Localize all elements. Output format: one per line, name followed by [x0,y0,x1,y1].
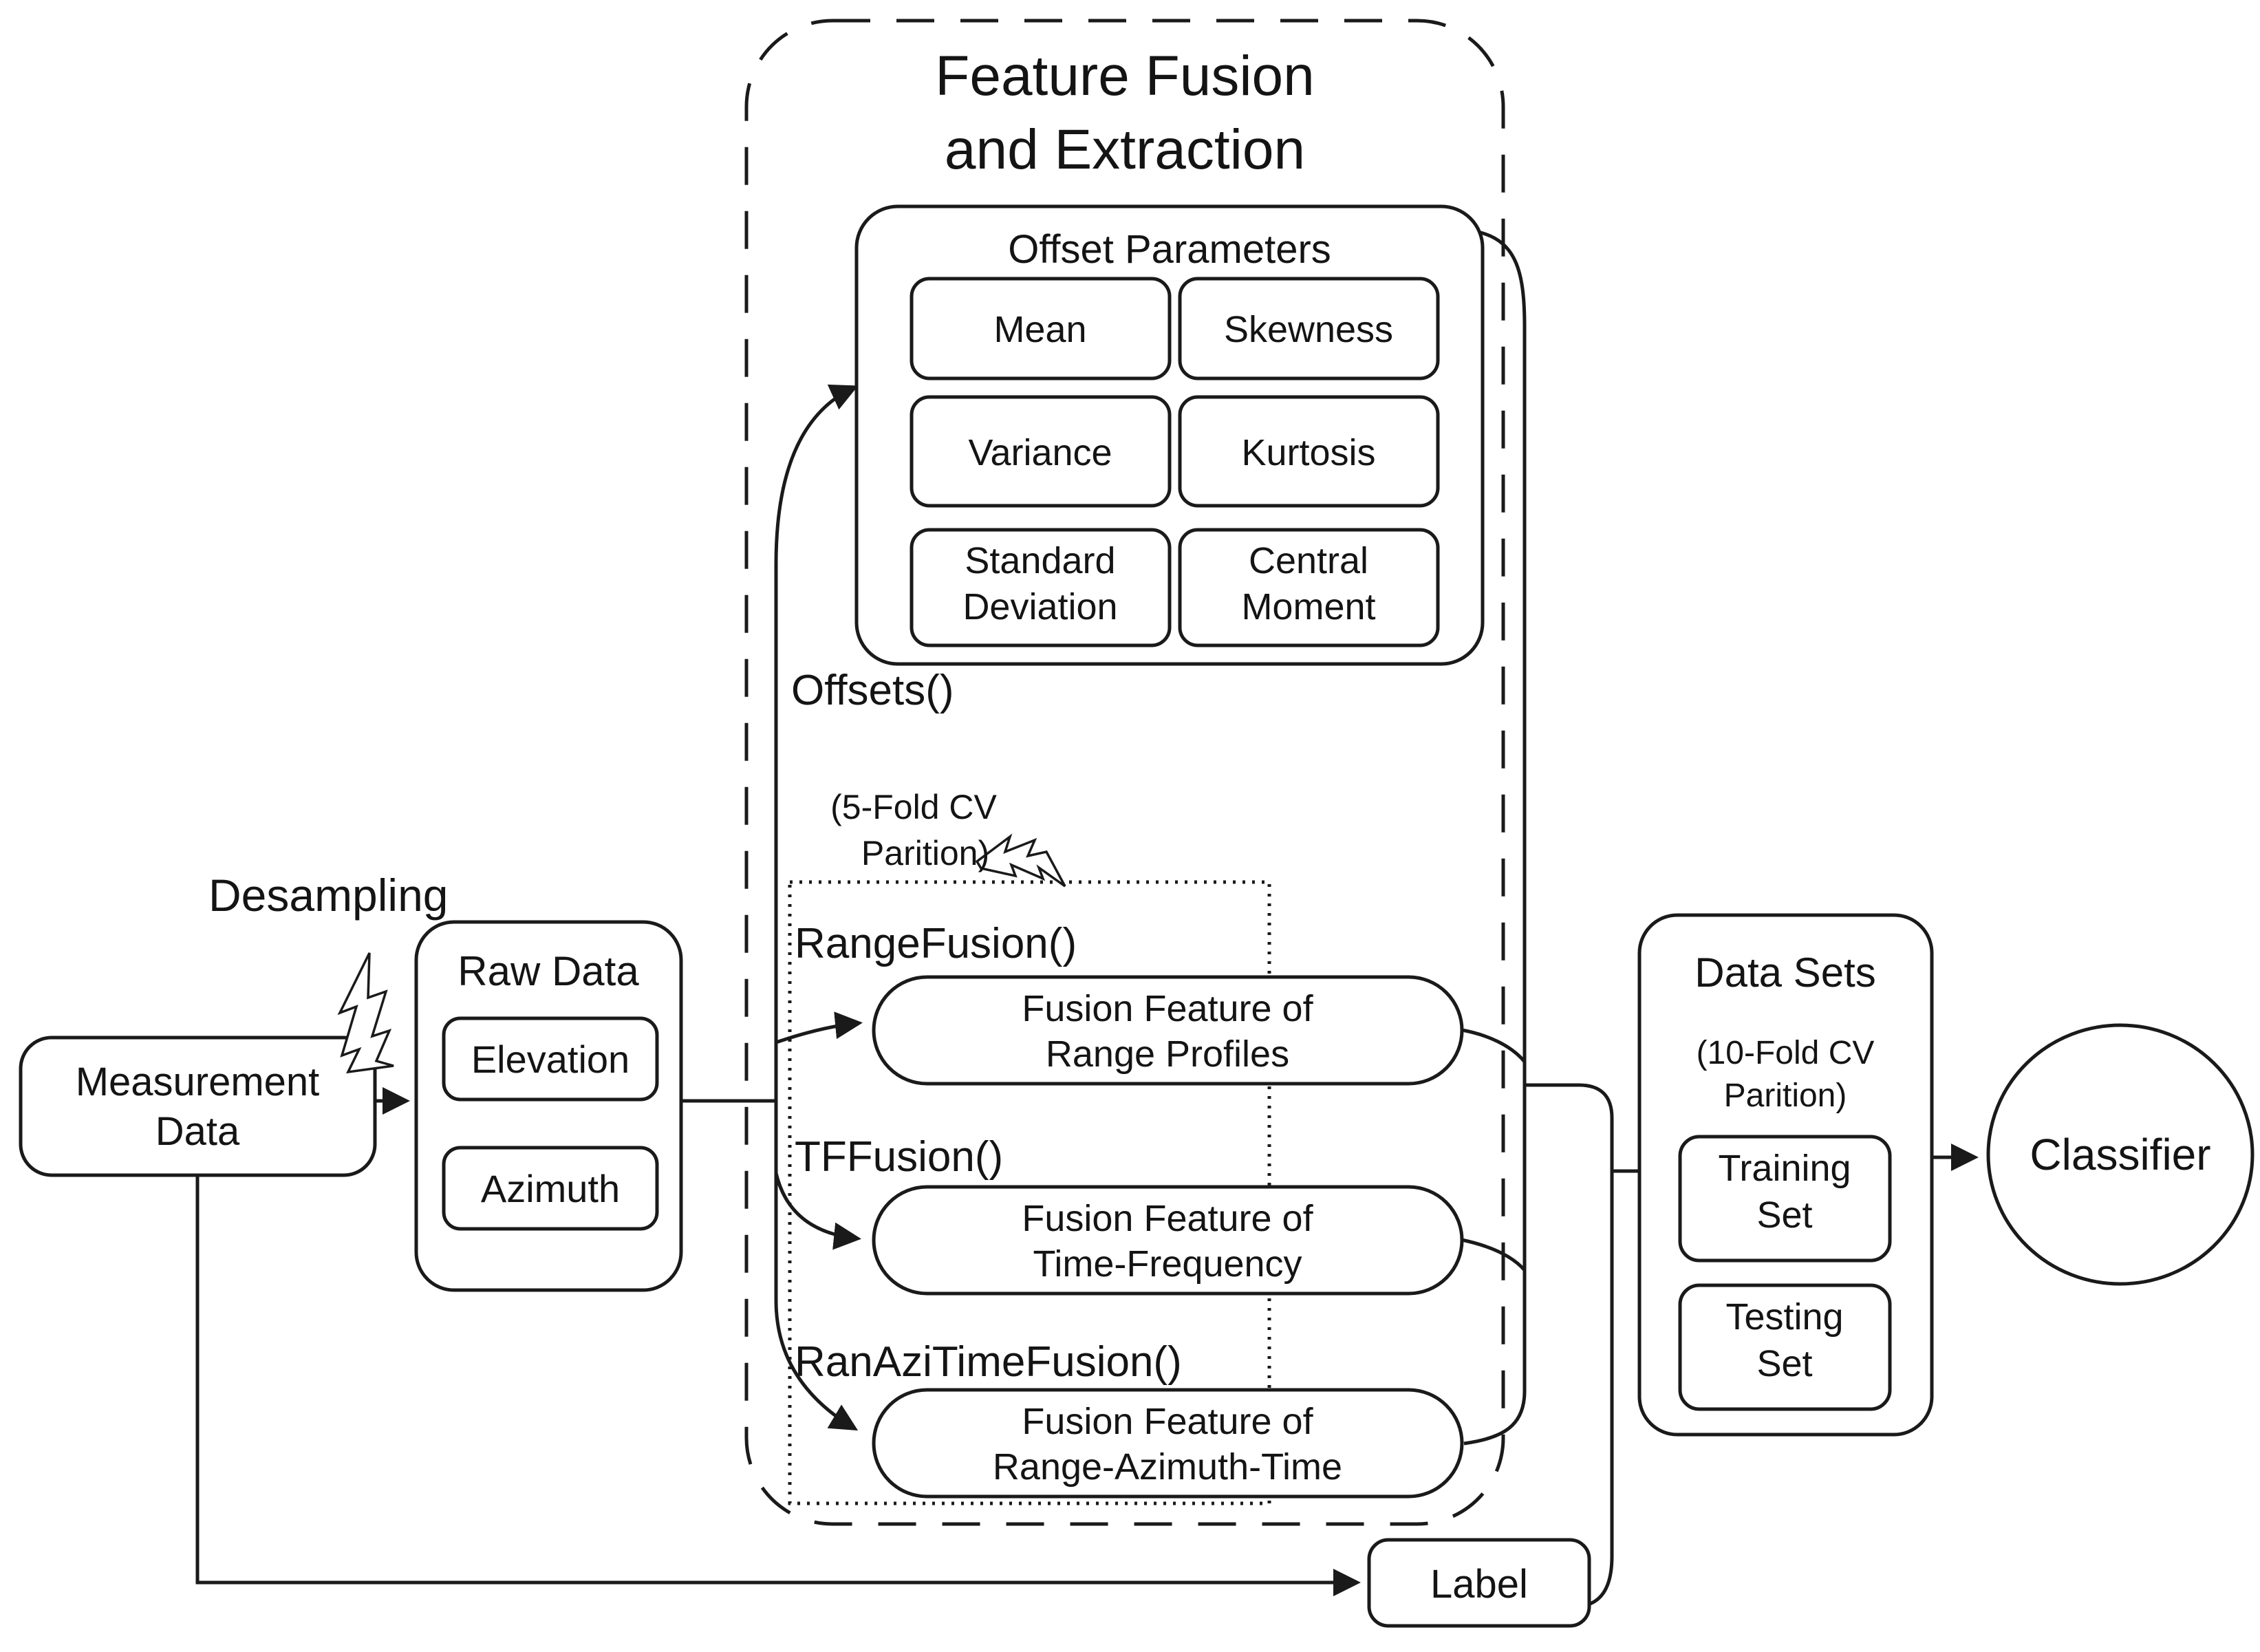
ranazitime-fusion-call-label: RanAziTimeFusion() [795,1338,1182,1386]
arrow-junction-to-ranazitime-fusion [774,1300,859,1431]
testing-set-line2: Set [1756,1343,1812,1384]
merge-line-right [1463,230,1527,1446]
label-box [1367,1538,1591,1628]
measurement-data-line2: Data [155,1109,240,1154]
line-measurement-to-label [195,1175,1361,1596]
kurtosis-label: Kurtosis [1241,432,1375,473]
five-fold-note-line1: (5-Fold CV [830,788,997,826]
testing-set-box [1678,1283,1892,1411]
label-box-text: Label [1430,1562,1528,1607]
elevation-label: Elevation [471,1038,629,1081]
classifier-circle [1986,1023,2254,1286]
tf-fusion-call-label: TFFusion() [795,1133,1003,1181]
desampling-label: Desampling [208,870,449,921]
skewness-box [1178,277,1440,380]
central-moment-line2: Moment [1241,586,1375,627]
measurement-data-box [19,1036,377,1177]
ten-fold-note-line1: (10-Fold CV [1697,1035,1875,1071]
join-time-frequency [1461,1238,1526,1272]
join-range-profiles [1461,1028,1526,1063]
kurtosis-box [1178,395,1440,508]
variance-label: Variance [968,432,1112,473]
raw-data-title: Raw Data [458,948,639,994]
elevation-box [442,1016,659,1102]
offset-parameters-title: Offset Parameters [1008,227,1331,272]
arrow-junction-to-range-fusion [775,1011,863,1044]
fusion-time-frequency-line2: Time-Frequency [1033,1243,1302,1285]
standard-deviation-line1: Standard [965,540,1115,581]
fusion-range-profiles-line1: Fusion Feature of [1022,988,1313,1029]
ten-fold-note-line2: Parition) [1724,1077,1847,1114]
fusion-range-azimuth-time-stadium [872,1388,1464,1499]
feature-fusion-group-box [744,19,1505,1526]
azimuth-label: Azimuth [481,1167,620,1210]
training-set-line2: Set [1756,1194,1812,1236]
skewness-label: Skewness [1224,309,1393,350]
training-set-line1: Training [1718,1148,1851,1189]
five-fold-lightning-icon [975,833,1066,888]
standard-deviation-line2: Deviation [962,586,1117,627]
azimuth-box [442,1146,659,1231]
data-sets-title: Data Sets [1694,950,1875,996]
measurement-data-line1: Measurement [76,1060,320,1104]
fusion-range-azimuth-time-line1: Fusion Feature of [1022,1401,1313,1442]
fusion-range-azimuth-time-line2: Range-Azimuth-Time [993,1446,1342,1488]
mean-box [910,277,1172,380]
fusion-range-profiles-line2: Range Profiles [1046,1033,1289,1075]
range-fusion-call-label: RangeFusion() [795,920,1077,967]
desampling-lightning-icon [337,952,394,1074]
fusion-time-frequency-line1: Fusion Feature of [1022,1198,1313,1239]
central-moment-box [1178,528,1440,647]
offsets-call-label: Offsets() [791,667,954,714]
feature-fusion-title-line1: Feature Fusion [935,45,1315,107]
classifier-label: Classifier [2030,1130,2210,1179]
mean-label: Mean [993,309,1086,350]
pipe-to-datasets-and-label [1525,1083,1614,1606]
training-set-box [1678,1135,1892,1263]
variance-box [910,395,1172,508]
arrow-junction-to-offsets [774,384,859,1300]
five-fold-note-line2: Parition) [861,834,989,872]
feature-fusion-title-line2: and Extraction [945,118,1305,181]
arrow-junction-to-tf-fusion [774,1172,861,1250]
central-moment-line1: Central [1249,540,1368,581]
standard-deviation-box [910,528,1172,647]
testing-set-line1: Testing [1725,1296,1843,1338]
